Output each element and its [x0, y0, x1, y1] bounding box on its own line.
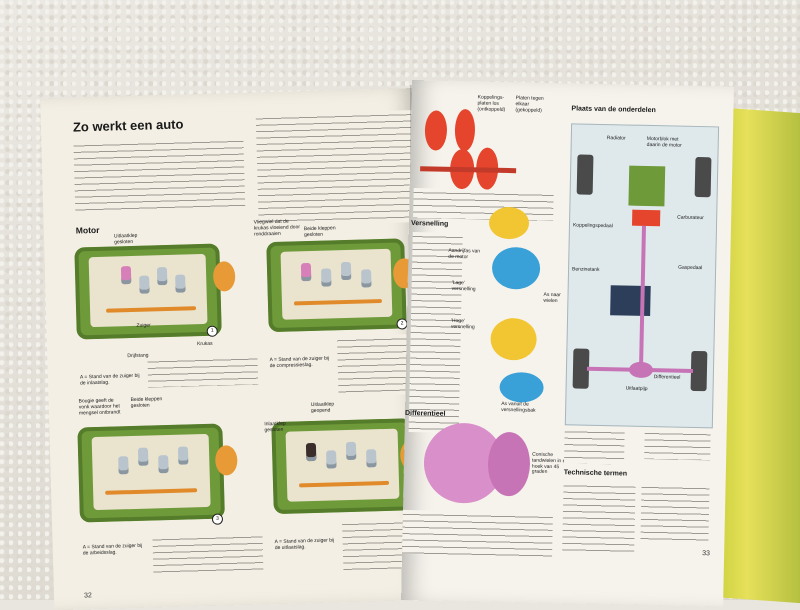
flywheel — [214, 445, 238, 476]
label-as-naar-wielen: As naar wielen — [543, 291, 561, 304]
body-text-arbeid — [152, 532, 264, 576]
label-platen-tegen: Platen tegen elkaar (gekoppeld) — [515, 95, 544, 114]
section-versnelling: Versnelling — [410, 220, 449, 228]
piston — [177, 446, 189, 465]
engine-cutaway — [280, 248, 393, 320]
piston — [156, 266, 168, 286]
body-text-technische-2 — [640, 482, 710, 545]
section-plaats: Plaats van de onderdelen — [571, 105, 656, 115]
piston — [321, 268, 332, 287]
wheel — [576, 154, 594, 195]
engine-cutaway — [285, 428, 400, 502]
gearbox — [631, 209, 661, 227]
body-text-technische — [562, 481, 636, 553]
engine-block — [628, 165, 666, 207]
caption-uitlaatslag: A = Stand van de zuiger bij de uitlaatsl… — [274, 537, 335, 551]
page-number-right: 33 — [702, 550, 711, 558]
clutch-shaft — [420, 166, 517, 174]
engine-diagram-2 — [266, 238, 407, 333]
piston — [120, 266, 132, 285]
body-text-differentieel — [402, 509, 553, 558]
engine-cutaway — [91, 433, 211, 511]
left-page: Zo werkt een auto Motor 1 Uitlaatklep ge… — [40, 88, 430, 610]
body-text-plaats-2 — [644, 428, 711, 461]
piston — [340, 261, 352, 281]
label-motorblok: Motorblok met daarin de motor — [646, 135, 682, 149]
piston — [118, 456, 129, 475]
piston — [158, 455, 169, 474]
piston — [139, 275, 150, 294]
car-chassis-diagram — [564, 123, 720, 429]
piston — [305, 442, 317, 462]
piston — [137, 447, 149, 466]
label-gaspedaal: Gaspedaal — [678, 264, 703, 272]
section-motor: Motor — [75, 224, 100, 236]
label-radiator: Radiator — [606, 135, 626, 142]
label-krukas: Krukas — [196, 340, 213, 348]
label-beide-kleppen: Beide kleppen gesloten — [303, 225, 336, 238]
diagram-number: 1 — [206, 325, 218, 337]
label-carburateur: Carburateur — [677, 214, 704, 222]
piston — [345, 441, 357, 461]
body-text-plaats — [564, 427, 625, 465]
differential-gear-2 — [487, 431, 531, 497]
flywheel — [212, 261, 236, 292]
section-differentieel: Differentieel — [404, 409, 446, 418]
right-page: Koppelings-platen los (ontkoppeld) Plate… — [401, 80, 734, 607]
piston — [175, 274, 186, 293]
wheel — [690, 350, 708, 392]
label-as-vanuit: As vanuit de versnellingsbak — [501, 400, 536, 414]
caption-inlaatslag: A = Stand van de zuiger bij de inlaatsla… — [79, 372, 140, 387]
label-koppelingspedaal: Koppelingspedaal — [572, 222, 613, 230]
label-zuiger: Zuiger — [136, 322, 151, 329]
body-text-versnelling — [408, 232, 463, 434]
body-text-motor — [147, 354, 259, 388]
page-title: Zo werkt een auto — [72, 116, 184, 135]
label-uitlaatklep-geopend: Uitlaatklep geopend — [310, 401, 335, 414]
caption-arbeidsslag: A = Stand van de zuiger bij de arbeidssl… — [82, 542, 143, 557]
label-vliegwiel: Vliegwiel dat de krukas vloeiend door ro… — [253, 218, 301, 238]
label-uitlaatklep: Uitlaatklep gesloten — [113, 232, 138, 246]
body-text-koppeling — [413, 188, 554, 221]
intro-text-block — [73, 136, 246, 212]
label-benzinetank: Benzinetank — [572, 266, 600, 273]
clutch-plate — [454, 108, 476, 152]
label-beide-kleppen-2: Beide kleppen gesloten — [130, 396, 163, 409]
gear-blue-1 — [491, 246, 541, 290]
piston — [326, 450, 337, 469]
piston — [366, 449, 377, 468]
gear-blue-2 — [499, 371, 544, 403]
diagram-number: 3 — [211, 513, 224, 525]
intro-text-block-2 — [255, 109, 419, 227]
clutch-diagram — [420, 100, 522, 192]
label-koppelingsplaten: Koppelings-platen los (ontkoppeld) — [477, 94, 506, 113]
caption-compressieslag: A = Stand van de zuiger bij de compressi… — [269, 355, 330, 369]
label-laag: 'Lage' versnelling — [451, 279, 476, 293]
gear-yellow-2 — [490, 317, 538, 361]
wheel — [694, 156, 712, 198]
label-inlaatklep-gesloten: Inlaatklep gesloten — [264, 420, 286, 434]
label-differentieel: Differentieel — [653, 374, 681, 381]
page-number-left: 32 — [83, 592, 92, 600]
label-aandrijfas-motor: Aandrijfas van de motor — [448, 247, 481, 261]
label-hoog: 'Hoge' versnelling — [450, 317, 475, 331]
label-bougie: Bougie geeft de vonk waardoor het mengse… — [78, 397, 121, 417]
clutch-plate — [424, 110, 448, 151]
section-technische: Technische termen — [563, 469, 628, 478]
piston — [361, 269, 372, 288]
label-uitlaatpijp: Uitlaatpijp — [625, 385, 648, 393]
engine-diagram-3 — [77, 423, 225, 523]
piston — [300, 262, 312, 282]
gear-yellow-1 — [488, 206, 530, 240]
